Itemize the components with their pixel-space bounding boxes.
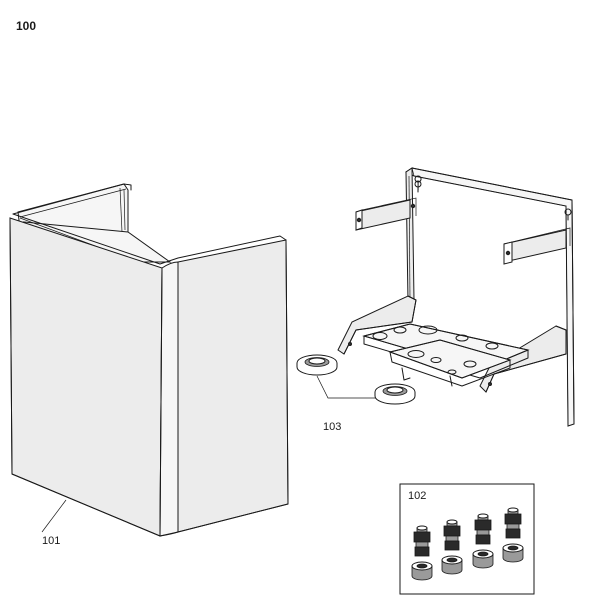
grommet-upper [296,354,338,376]
grommet-leader-a [316,375,344,399]
fittings-kit-box: 102 [399,483,535,595]
nut-2 [441,555,463,575]
fitting-4 [504,507,522,539]
nut-3 [472,549,494,569]
grommets-callout: 103 [323,421,341,433]
casing-callout: 101 [42,535,60,547]
fitting-1 [413,525,431,557]
fittings-kit-callout: 102 [408,490,426,502]
grommet-lower [374,383,416,405]
nut-1 [411,561,433,581]
fitting-2 [443,519,461,551]
mounting-frame-part [337,167,575,427]
casing-leader [41,499,67,533]
fitting-3 [474,513,492,545]
page-title: 100 [16,19,37,33]
nut-4 [502,543,524,563]
casing-part [9,183,289,537]
